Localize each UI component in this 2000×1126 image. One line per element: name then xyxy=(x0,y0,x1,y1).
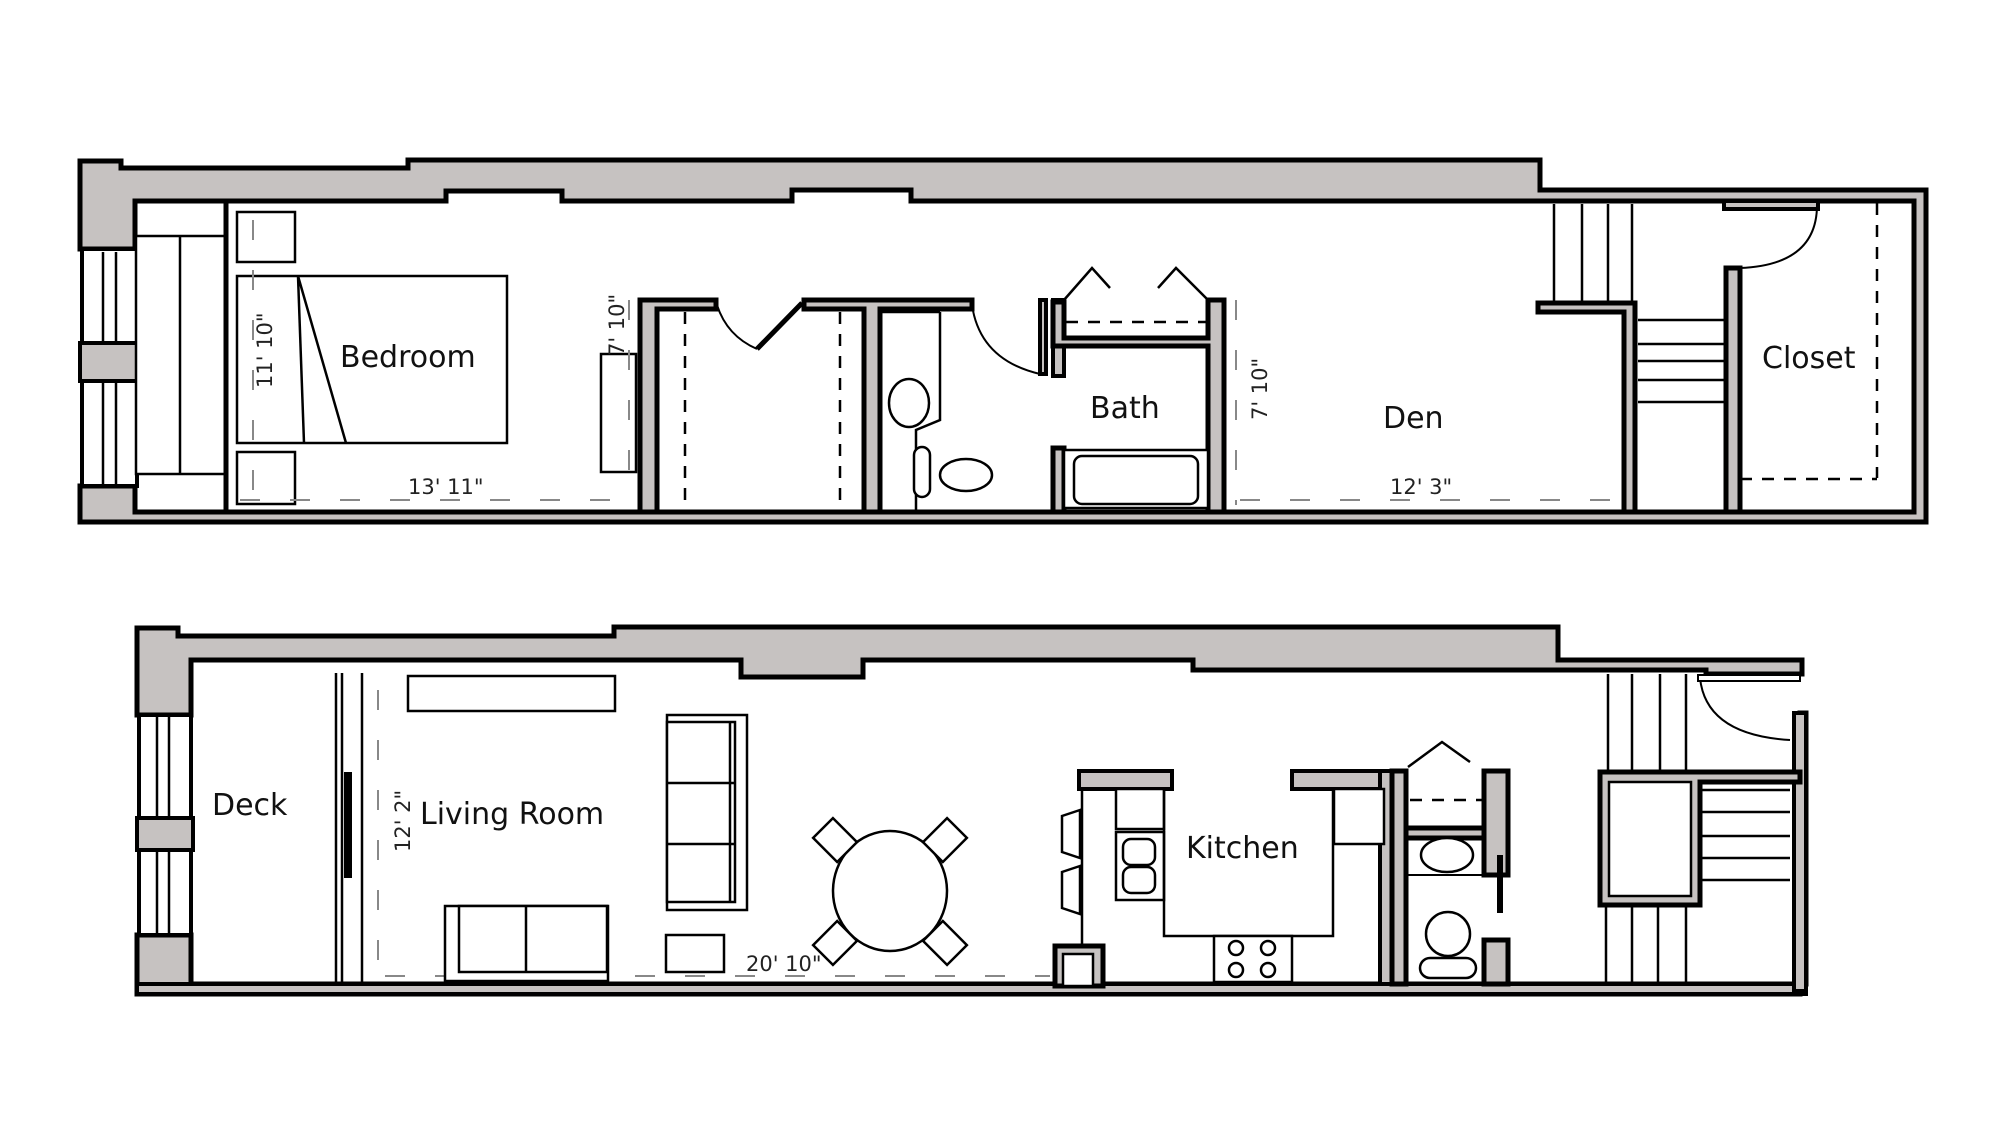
dining-set xyxy=(811,816,969,967)
room-label-living-room: Living Room xyxy=(420,797,604,832)
dim-living-room-depth: 12' 2" xyxy=(391,790,415,852)
room-label-den: Den xyxy=(1383,401,1444,436)
upper-window-bay xyxy=(78,201,229,512)
tv-console xyxy=(406,674,617,713)
lower-floor: Deck Living Room Kitchen 20' 10" 12' 2" xyxy=(134,624,1809,997)
kitchen-area xyxy=(1052,769,1394,989)
sliding-door xyxy=(334,673,364,984)
bar-stool xyxy=(1060,808,1082,860)
room-label-closet: Closet xyxy=(1762,341,1856,376)
bathtub xyxy=(1072,454,1200,506)
bedroom-furniture xyxy=(235,210,640,506)
stair-and-closet xyxy=(1638,199,1879,515)
lower-window-bay xyxy=(135,713,195,937)
dining-table xyxy=(831,829,949,953)
den-area xyxy=(1235,204,1638,515)
dim-living-room-width: 20' 10" xyxy=(746,952,822,976)
toilet xyxy=(938,457,994,493)
bath-area xyxy=(882,266,1227,515)
room-label-bedroom: Bedroom xyxy=(340,340,476,375)
dim-den-width: 12' 3" xyxy=(1390,475,1452,499)
room-label-kitchen: Kitchen xyxy=(1186,831,1299,866)
side-table xyxy=(664,933,726,974)
dresser xyxy=(599,352,638,474)
walkin-closet xyxy=(637,297,975,515)
entry-door-swing xyxy=(1699,677,1791,741)
lower-exterior-wall xyxy=(134,624,1805,718)
dim-walkin-closet-depth: 7' 10" xyxy=(605,294,629,356)
nightstand xyxy=(235,210,297,264)
upper-floor: Bedroom Bath Den Closet 13' 11" 11' 10" … xyxy=(77,157,1929,525)
stair-landing xyxy=(1607,780,1693,898)
room-label-deck: Deck xyxy=(212,788,288,823)
sink xyxy=(887,377,931,429)
dim-bedroom-depth: 11' 10" xyxy=(253,312,277,388)
upper-exterior-wall xyxy=(77,157,1929,525)
dim-bedroom-width: 13' 11" xyxy=(408,475,484,499)
powder-room-sink xyxy=(1419,836,1475,874)
pantry xyxy=(1061,952,1095,988)
toilet-tank xyxy=(912,445,932,499)
powder-room-toilet xyxy=(1424,910,1472,958)
dim-den-depth: 7' 10" xyxy=(1248,358,1272,420)
entry-stairs xyxy=(1597,674,1803,984)
living-room-furniture xyxy=(377,674,1050,983)
bed xyxy=(235,274,509,445)
room-label-bath: Bath xyxy=(1090,391,1160,426)
half-bath xyxy=(1389,740,1511,987)
stove xyxy=(1212,934,1294,984)
bar-stool xyxy=(1060,864,1082,916)
nightstand xyxy=(235,450,297,506)
